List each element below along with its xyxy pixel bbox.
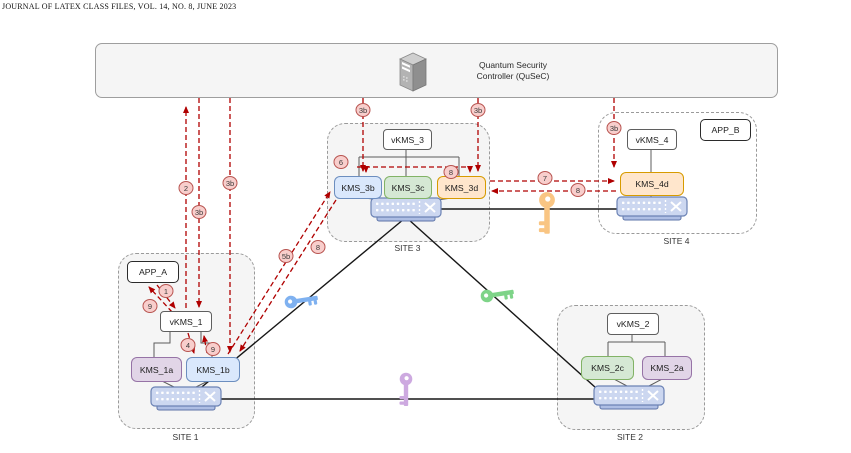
network-switch-icon-site2 [593, 385, 665, 410]
step-badge-2: 2 [178, 181, 194, 195]
kms-3c-node: KMS_3c [384, 176, 432, 199]
step-badge-3b-b: 3b [222, 176, 238, 190]
journal-header: JOURNAL OF LATEX CLASS FILES, VOL. 14, N… [2, 2, 237, 11]
step-badge-5b: 5b [278, 249, 294, 263]
step-badge-3b-d: 3b [470, 103, 486, 117]
kms-1b-node: KMS_1b [186, 357, 240, 382]
step-badge-6: 6 [333, 155, 349, 169]
vkms-1-node: vKMS_1 [160, 311, 212, 332]
step-badge-3b-e: 3b [606, 121, 622, 135]
kms-1a-node: KMS_1a [131, 357, 182, 382]
kms-2a-node: KMS_2a [642, 356, 692, 380]
qusec-title-line2: Controller (QuSeC) [476, 71, 550, 82]
step-badge-7: 7 [537, 171, 553, 185]
app-b-node: APP_B [700, 119, 751, 141]
site4-label: SITE 4 [663, 236, 690, 246]
orange-key-icon [538, 192, 555, 234]
step-badge-9-b: 9 [205, 342, 221, 356]
app-a-node: APP_A [127, 261, 179, 283]
site1-label: SITE 1 [172, 432, 199, 442]
kms-3d-node: KMS_3d [437, 176, 486, 199]
step-badge-3b-c: 3b [355, 103, 371, 117]
server-icon [399, 52, 427, 92]
step-badge-3b-a: 3b [191, 205, 207, 219]
qusec-panel [95, 43, 778, 98]
site3-label: SITE 3 [394, 243, 421, 253]
kms-2c-node: KMS_2c [581, 356, 634, 380]
vkms-4-node: vKMS_4 [627, 129, 677, 150]
step-badge-8-c: 8 [310, 240, 326, 254]
step-badge-9-a: 9 [142, 299, 158, 313]
step-badge-8-a: 8 [443, 165, 459, 179]
vkms-2-node: vKMS_2 [607, 313, 659, 335]
step-badge-1: 1 [158, 284, 174, 298]
network-switch-icon-site4 [616, 196, 688, 221]
network-switch-icon-site3 [370, 197, 442, 222]
step-badge-8-b: 8 [570, 183, 586, 197]
network-switch-icon-site1 [150, 386, 222, 411]
qusec-title: Quantum Security Controller (QuSeC) [438, 60, 588, 83]
kms-3b-node: KMS_3b [334, 176, 382, 199]
purple-key-icon [399, 372, 413, 406]
site2-label: SITE 2 [617, 432, 643, 442]
signalling-arrows [148, 98, 617, 355]
vkms-3-node: vKMS_3 [383, 129, 432, 150]
qusec-title-line1: Quantum Security [478, 60, 548, 70]
step-badge-4: 4 [180, 338, 196, 352]
kms-4d-node: KMS_4d [620, 172, 684, 196]
